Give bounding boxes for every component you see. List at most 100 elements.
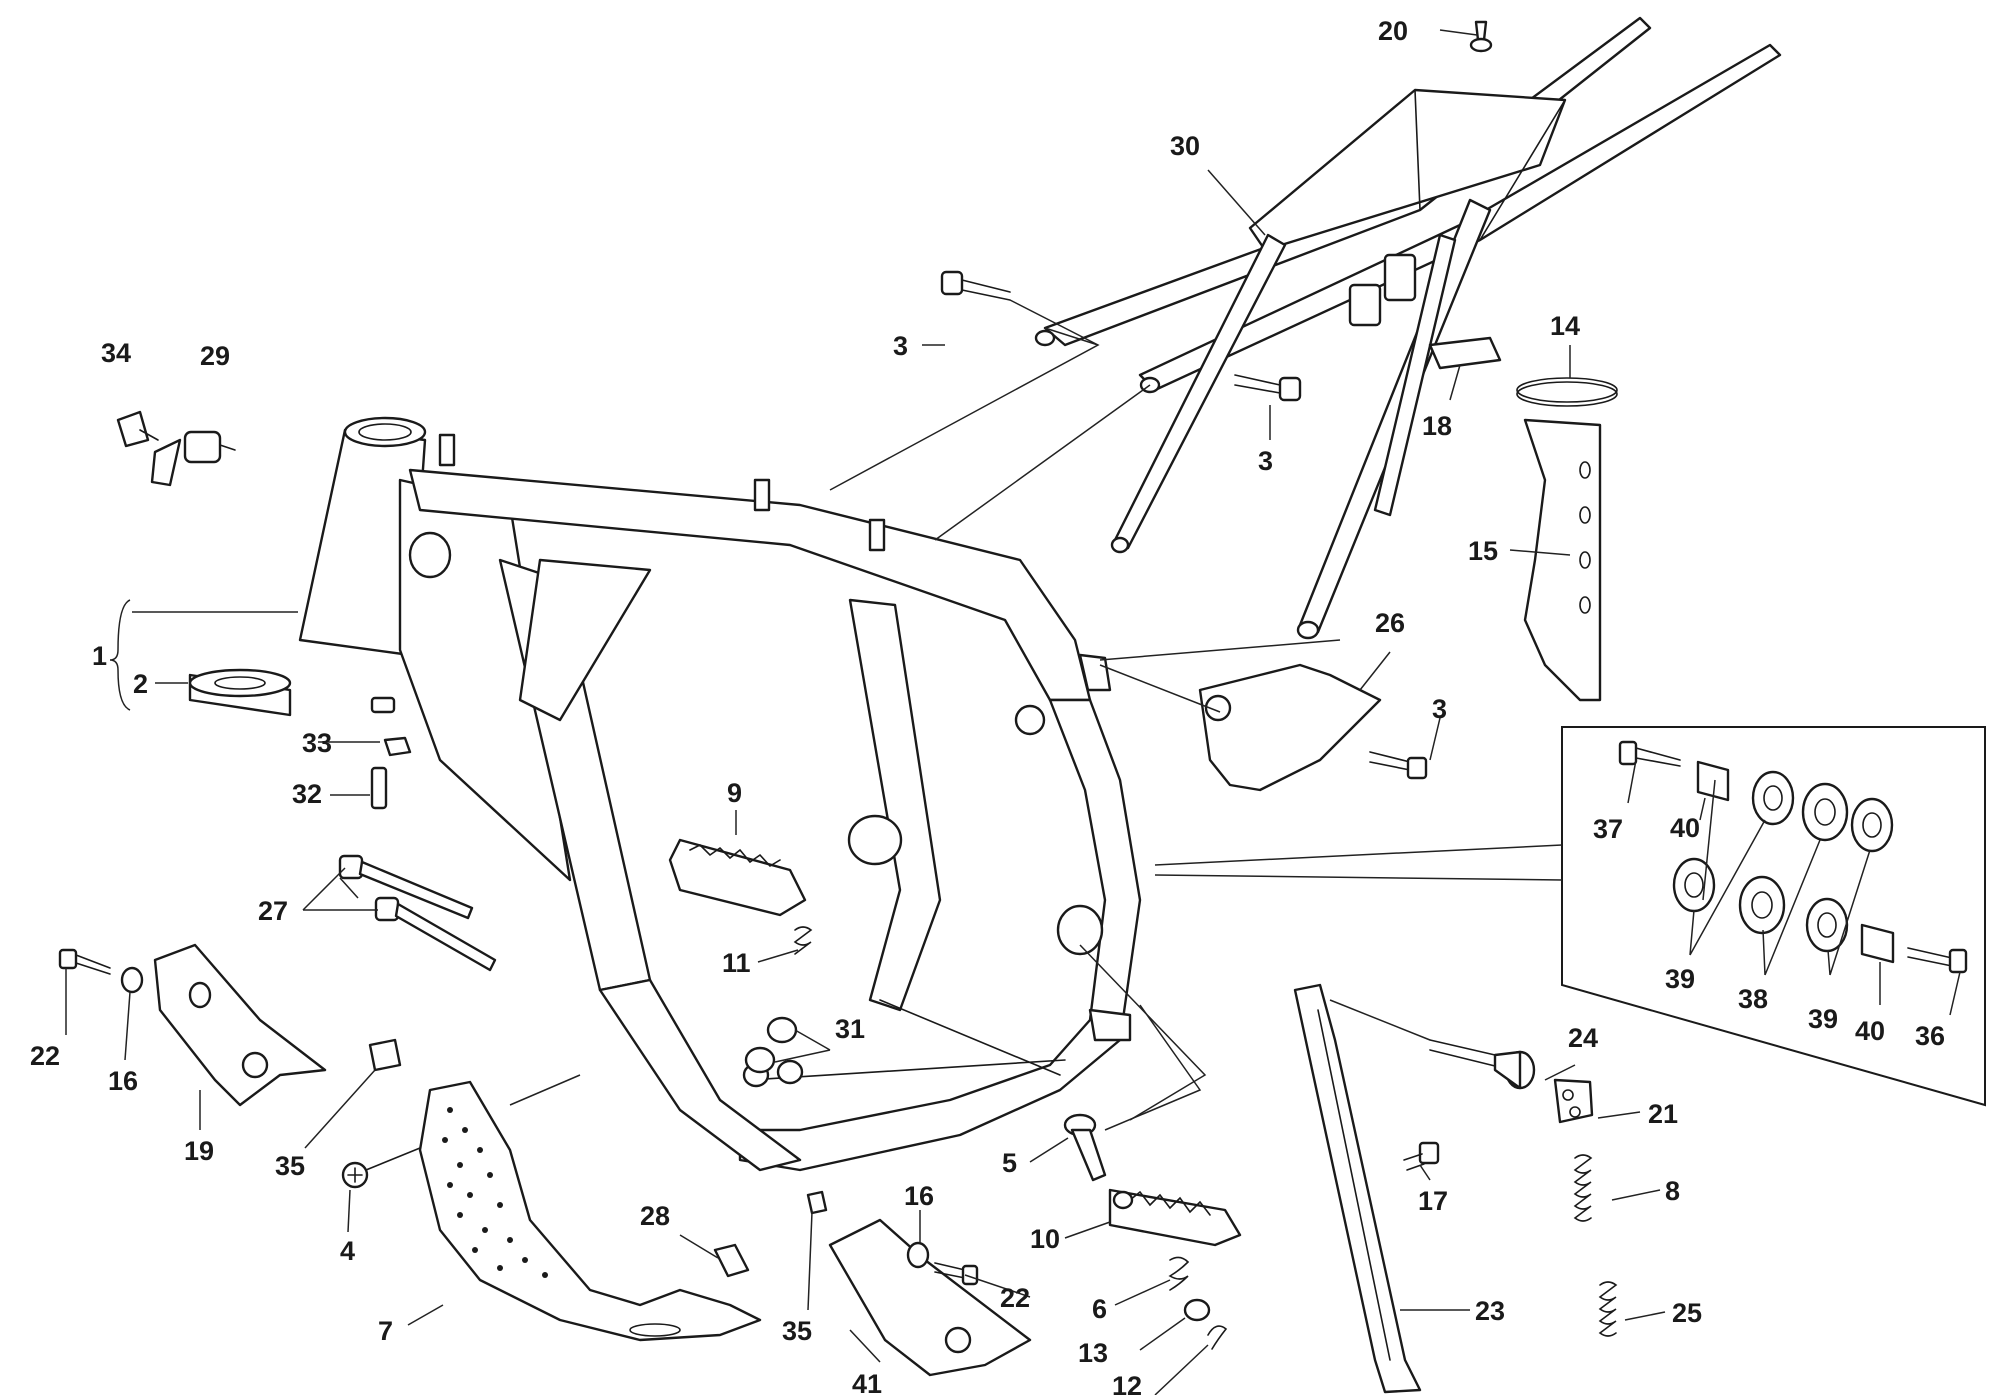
callout-31: 31: [835, 1014, 865, 1044]
cotter-pin-12: [1207, 1325, 1228, 1350]
callout-30: 30: [1170, 131, 1200, 161]
bolt-22-right: [934, 1262, 979, 1286]
callout-34: 34: [101, 338, 131, 368]
callout-35-left: 35: [275, 1151, 305, 1181]
steering-bearing-2: [188, 668, 292, 717]
bolt-22-left: [58, 948, 111, 975]
callout-3-upper-left: 3: [893, 331, 908, 361]
callout-3-upper-right: 3: [1258, 446, 1273, 476]
callout-10: 10: [1030, 1224, 1060, 1254]
callout-13: 13: [1078, 1338, 1108, 1368]
callout-16-right: 16: [904, 1181, 934, 1211]
callout-7: 7: [378, 1316, 393, 1346]
callout-24: 24: [1568, 1023, 1598, 1053]
bushing-38-upper: [1801, 782, 1849, 842]
main-frame-1: [298, 416, 1142, 1172]
callout-35-right: 35: [782, 1316, 812, 1346]
skid-plate-7: [418, 1080, 762, 1342]
callout-27: 27: [258, 896, 288, 926]
spring-6: [1168, 1256, 1190, 1291]
footpeg-9: [668, 838, 807, 917]
callout-21: 21: [1648, 1099, 1678, 1129]
heel-guard-26: [1198, 663, 1382, 792]
steering-lock-29: [150, 430, 236, 487]
rear-subframe-30: [1034, 16, 1782, 640]
hose-clamp-14: [1516, 377, 1618, 407]
footpeg-10: [1108, 1188, 1242, 1247]
spacer-40-upper: [1696, 760, 1730, 802]
clip-35-left: [368, 1038, 402, 1072]
bolt-17: [1403, 1141, 1440, 1171]
nut-33: [383, 736, 412, 757]
chain-guard-19: [153, 943, 327, 1107]
callout-40-lower: 40: [1855, 1016, 1885, 1046]
nuts-31: [744, 1016, 798, 1074]
callout-9: 9: [727, 778, 742, 808]
bolt-20: [1469, 20, 1493, 53]
pivot-bolt-36: [1907, 947, 1968, 974]
leader-lines: [65, 29, 1961, 1395]
callout-37: 37: [1593, 814, 1623, 844]
clip-28: [713, 1243, 750, 1278]
callout-39-left: 39: [1665, 964, 1695, 994]
bushing-38-lower: [1738, 875, 1786, 935]
clip-35-right: [806, 1190, 828, 1215]
long-bolt-27-upper: [338, 854, 474, 920]
long-bolt-27-lower: [374, 896, 497, 972]
callout-19: 19: [184, 1136, 214, 1166]
callout-2: 2: [133, 669, 148, 699]
bearing-39-lower: [1672, 857, 1716, 913]
callout-1: 1: [92, 641, 107, 671]
callout-36: 36: [1915, 1021, 1945, 1051]
washer-16-right: [906, 1241, 930, 1269]
callout-15: 15: [1468, 536, 1498, 566]
callout-11: 11: [722, 948, 751, 978]
callout-28: 28: [640, 1201, 670, 1231]
callout-29: 29: [200, 341, 230, 371]
callout-6: 6: [1092, 1294, 1107, 1324]
bearing-39-upper-b: [1850, 797, 1894, 853]
callout-14: 14: [1550, 311, 1580, 341]
callout-39-right: 39: [1808, 1004, 1838, 1034]
bolt-3-guard: [1369, 751, 1428, 780]
bolt-3-upper-right: [1234, 374, 1302, 402]
heat-shield-15: [1523, 418, 1602, 702]
pin-5: [1063, 1113, 1107, 1182]
callout-8: 8: [1665, 1176, 1680, 1206]
spring-11: [793, 926, 813, 955]
callout-23: 23: [1475, 1296, 1505, 1326]
callout-20: 20: [1378, 16, 1408, 46]
bearing-39-upper: [1751, 770, 1795, 826]
callout-33: 33: [302, 728, 332, 758]
callout-4: 4: [340, 1236, 355, 1266]
spacer-40-lower: [1860, 923, 1895, 964]
inner-spar: [848, 598, 942, 1012]
callout-18: 18: [1422, 411, 1452, 441]
callout-22-right: 22: [1000, 1283, 1030, 1313]
callout-25: 25: [1672, 1298, 1702, 1328]
stand-bolt-24: [1429, 1039, 1536, 1090]
lower-cradle: [598, 978, 802, 1172]
clamp-18: [1428, 336, 1502, 370]
callout-22-left: 22: [30, 1041, 60, 1071]
skid-plate-vent-holes: [442, 1107, 548, 1278]
inset-connector-top: [1154, 844, 1563, 866]
spring-25: [1598, 1281, 1618, 1337]
bearing-39-lower-b: [1805, 897, 1849, 953]
callout-41: 41: [852, 1369, 882, 1395]
side-stand-23: [1293, 983, 1422, 1394]
callout-38: 38: [1738, 984, 1768, 1014]
frame-rear-loop: [738, 698, 1142, 1172]
bolt-32: [370, 766, 388, 810]
callout-32: 32: [292, 779, 322, 809]
bolt-steering: [370, 696, 396, 714]
callout-labels: 1 2 3 3 3 4 5 6 7 8 9 10 11 12 13 14 15 …: [30, 16, 1945, 1395]
washer-16-left: [120, 966, 144, 994]
ignition-key-34: [116, 410, 159, 448]
bolt-3-upper-left: [940, 270, 1011, 301]
callout-26: 26: [1375, 608, 1405, 638]
screw-4: [341, 1147, 421, 1189]
callout-12: 12: [1112, 1371, 1142, 1395]
washer-13: [1183, 1298, 1211, 1322]
